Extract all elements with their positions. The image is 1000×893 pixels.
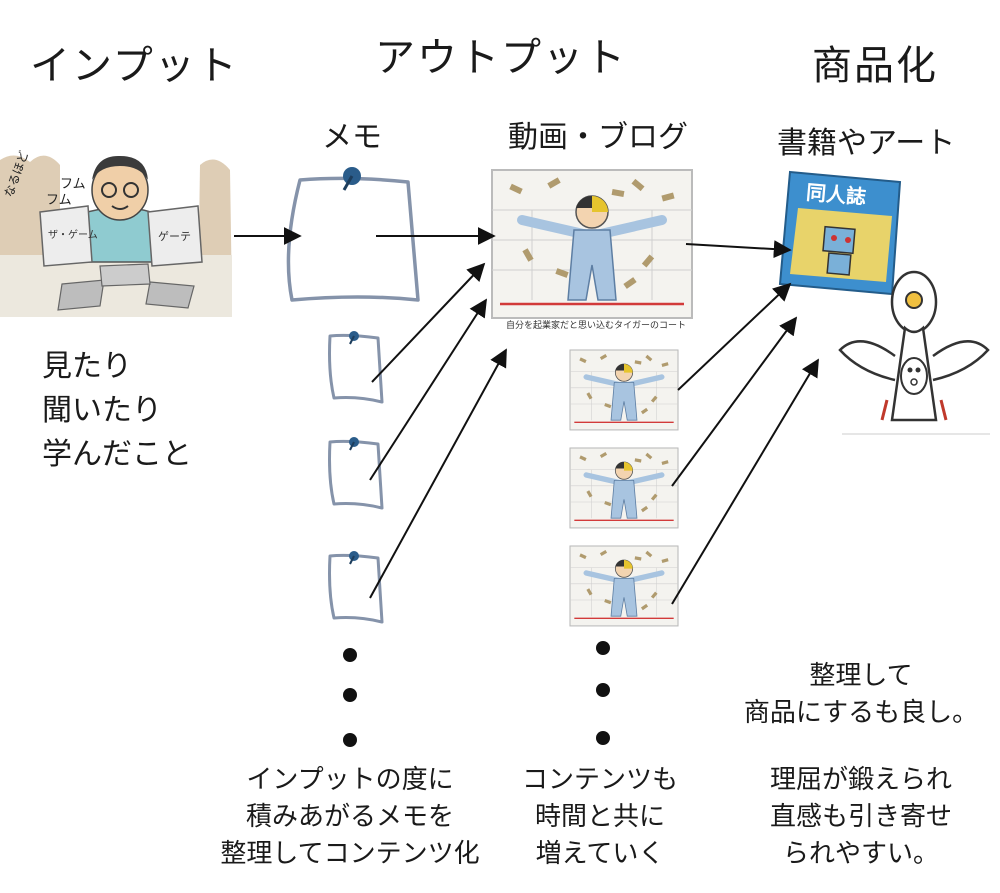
book-title-left: ザ・ゲーム [48,229,98,241]
video-frame-small-3 [570,546,678,626]
speech-fum-2: フム [46,193,72,208]
caption-product-top: 整理して 商品にするも良し。 [743,661,979,728]
subhead-video-blog: 動画・ブログ [508,120,688,155]
video-frame-small-2 [570,448,678,528]
input-illustration [0,155,232,317]
caption-content: コンテンツも 時間と共に 増えていく [521,765,678,869]
memo-small-3 [328,549,384,624]
caption-product-bottom: 理屈が鍛えられ 直感も引き寄せ られやすい。 [769,765,952,869]
subhead-memo: メモ [322,120,382,155]
column-title-product: 商品化 [812,43,938,89]
art-sculpture [838,270,990,435]
ellipsis-dots [343,641,610,747]
book-title-right: ゲーテ [158,230,191,243]
column-title-output: アウトプット [375,35,627,81]
flow-arrows [234,227,819,605]
doujinshi-book [778,170,902,296]
subhead-books-art: 書籍やアート [777,126,956,161]
caption-memo: インプットの度に 積みあがるメモを 整理してコンテンツ化 [220,765,480,869]
memo-small-1 [328,329,384,404]
input-description: 見たり 聞いたり 学んだこと [42,349,192,472]
video-frame-large [492,170,692,318]
video-frame-small-1 [570,350,678,430]
memo-large [286,167,420,302]
column-title-input: インプット [30,43,239,89]
book-cover-title: 同人誌 [805,180,867,209]
speech-fum-1: フム [60,177,86,192]
video-caption: 自分を起業家だと思い込むタイガーのコート [506,319,686,331]
